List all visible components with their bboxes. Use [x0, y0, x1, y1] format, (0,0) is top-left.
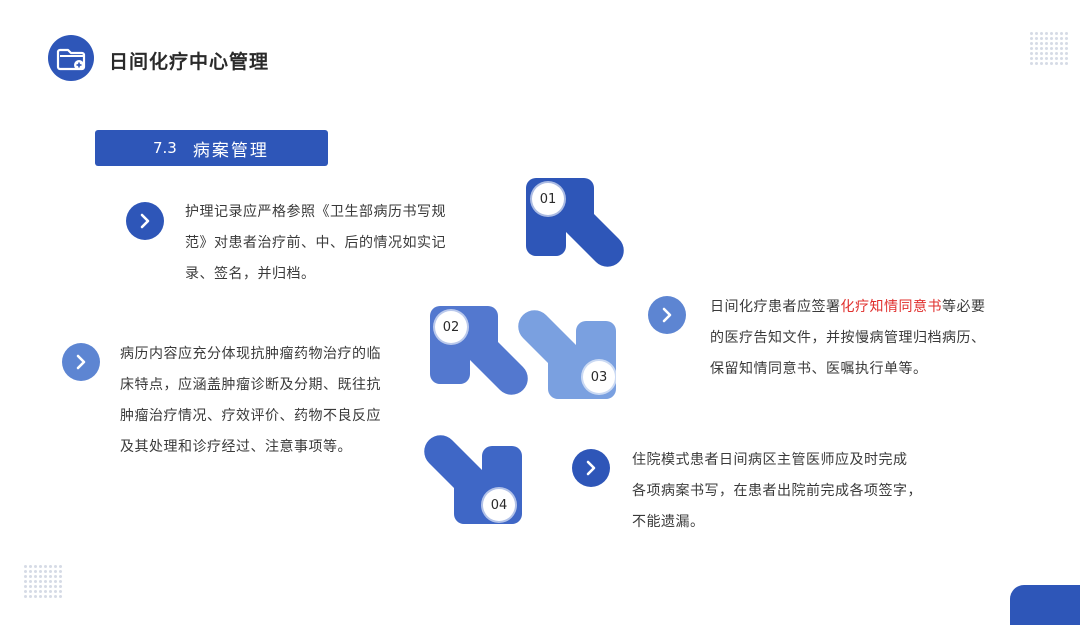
item-3-line-1: 日间化疗患者应签署化疗知情同意书等必要 [710, 299, 986, 315]
item-1-arrow-bullet [126, 202, 164, 240]
badge-02: 02 [435, 311, 467, 343]
badge-04: 04 [483, 489, 515, 521]
page-title: 日间化疗中心管理 [109, 51, 270, 73]
highlighted-consent-form: 化疗知情同意书 [840, 299, 942, 315]
item-3-line-2: 的医疗告知文件，并按慢病管理归档病历、 [710, 330, 986, 346]
item-1-line-3: 录、签名，并归档。 [185, 266, 316, 282]
item-3-arrow-bullet [648, 296, 686, 334]
item-4-line-2: 各项病案书写，在患者出院前完成各项签字， [632, 483, 922, 499]
item-2-line-4: 及其处理和诊疗经过、注意事项等。 [120, 439, 352, 455]
section-title: 病案管理 [192, 140, 269, 161]
item-1-line-1: 护理记录应严格参照《卫生部病历书写规 [185, 204, 446, 220]
item-2-arrow-bullet [62, 343, 100, 381]
item-3-line-3: 保留知情同意书、医嘱执行单等。 [710, 361, 928, 377]
item-4-arrow-bullet [572, 449, 610, 487]
item-1-line-2: 范》对患者治疗前、中、后的情况如实记 [185, 235, 446, 251]
corner-decoration [1010, 585, 1080, 625]
badge-03: 03 [583, 361, 615, 393]
item-4-text: 住院模式患者日间病区主管医师应及时完成 各项病案书写，在患者出院前完成各项签字，… [632, 445, 972, 538]
section-badge: 7.3 病案管理 [95, 130, 328, 166]
chevron-right-icon [662, 307, 672, 323]
folder-plus-icon [56, 48, 86, 71]
chevron-right-icon [76, 354, 86, 370]
item-2-text: 病历内容应充分体现抗肿瘤药物治疗的临 床特点，应涵盖肿瘤诊断及分期、既往抗 肿瘤… [120, 339, 420, 463]
dot-grid-top-right [1030, 32, 1068, 65]
chevron-right-icon [140, 213, 150, 229]
chevron-right-icon [586, 460, 596, 476]
item-2-line-1: 病历内容应充分体现抗肿瘤药物治疗的临 [120, 346, 381, 362]
item-4-line-3: 不能遗漏。 [632, 514, 705, 530]
item-2-line-2: 床特点，应涵盖肿瘤诊断及分期、既往抗 [120, 377, 381, 393]
header-logo [48, 35, 94, 81]
item-1-text: 护理记录应严格参照《卫生部病历书写规 范》对患者治疗前、中、后的情况如实记 录、… [185, 197, 485, 290]
dot-grid-bottom-left [24, 565, 62, 598]
badge-01: 01 [532, 183, 564, 215]
item-3-text: 日间化疗患者应签署化疗知情同意书等必要 的医疗告知文件，并按慢病管理归档病历、 … [710, 292, 1040, 385]
item-2-line-3: 肿瘤治疗情况、疗效评价、药物不良反应 [120, 408, 381, 424]
section-number: 7.3 [153, 139, 177, 157]
item-4-line-1: 住院模式患者日间病区主管医师应及时完成 [632, 452, 908, 468]
